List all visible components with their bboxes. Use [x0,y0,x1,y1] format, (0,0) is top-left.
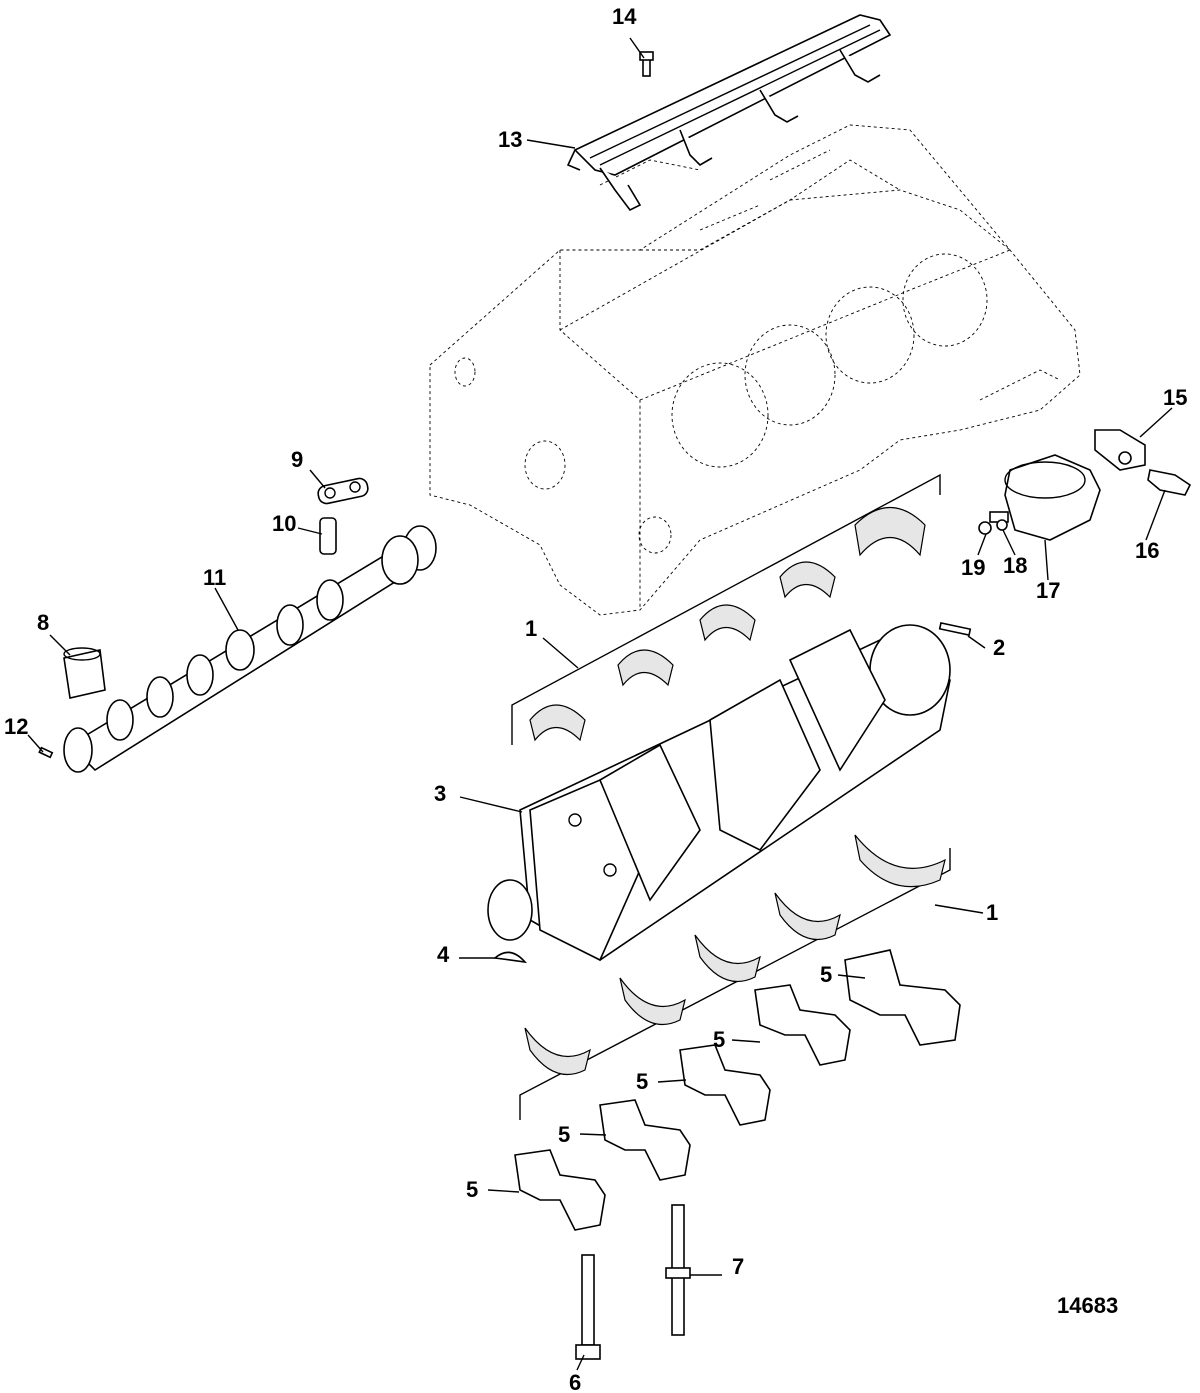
callout-12: 12 [4,714,28,739]
part-11-camshaft [63,525,437,773]
figure-number: 14683 [1057,1293,1118,1318]
callout-5-d: 5 [558,1122,570,1147]
engine-block [429,124,1081,616]
part-3-crankshaft [487,624,951,962]
callout-10: 10 [272,511,296,536]
callout-17: 17 [1036,578,1060,603]
callout-2: 2 [993,635,1005,660]
leader-lines [27,37,1173,1371]
part-16-sender [1147,469,1192,496]
part-2-pin [938,621,972,637]
callout-6: 6 [569,1370,581,1393]
callout-labels: 14 13 15 16 17 18 19 9 10 11 8 12 1 2 3 … [4,4,1187,1393]
part-8-cam-bearing [63,647,106,699]
callout-16: 16 [1135,538,1159,563]
callout-11: 11 [203,565,226,590]
callout-4: 4 [437,942,450,967]
part-18-ring [996,519,1008,531]
part-17-oil-filter [989,454,1101,541]
callout-7: 7 [732,1254,744,1279]
part-15-fitting [1094,429,1146,471]
part-9-lifter-guide [317,477,369,505]
callout-13: 13 [498,127,522,152]
callout-15: 15 [1163,385,1187,410]
part-4-key [493,951,528,964]
callout-14: 14 [612,4,637,29]
callout-1-upper: 1 [525,616,537,641]
part-19-ring [978,521,992,535]
callout-5-a: 5 [820,962,832,987]
callout-19: 19 [961,555,985,580]
callout-5-c: 5 [636,1069,648,1094]
callout-8: 8 [37,610,49,635]
callout-1-lower: 1 [986,900,998,925]
part-10-lifter [319,517,337,555]
callout-18: 18 [1003,553,1027,578]
main-bearing-caps [514,949,961,1231]
upper-bearing-shells [511,473,941,745]
callout-3: 3 [434,781,446,806]
part-7-stud [665,1204,691,1336]
callout-5-b: 5 [713,1027,725,1052]
part-14-bolt [639,51,654,77]
lower-bearing-shells [519,834,951,1120]
callout-5-e: 5 [466,1177,478,1202]
part-13-rail [566,14,892,212]
callout-9: 9 [291,447,303,472]
part-6-bolt [575,1254,601,1360]
